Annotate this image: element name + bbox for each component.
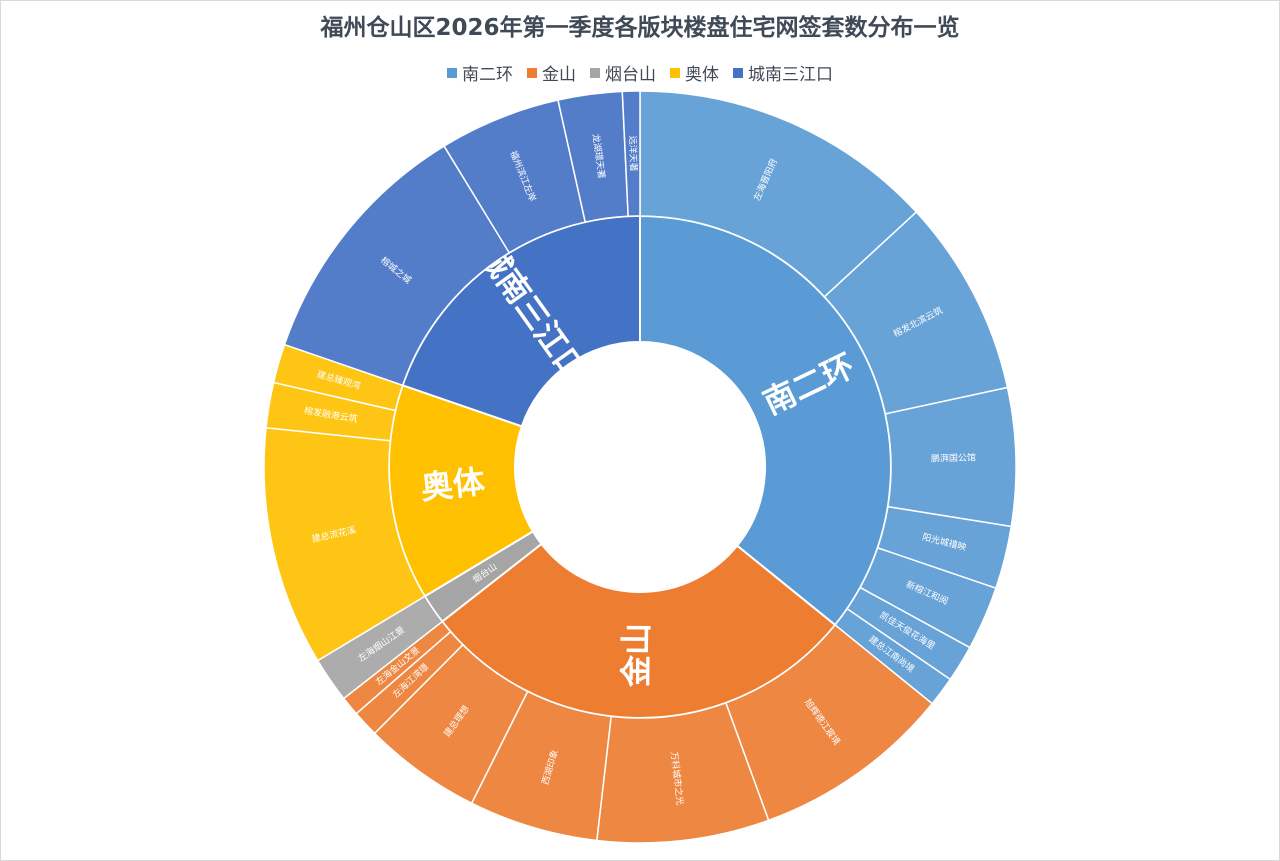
legend-item-aoti[interactable]: 奥体 bbox=[670, 60, 719, 85]
legend-swatch bbox=[670, 67, 680, 78]
legend-label: 金山 bbox=[542, 65, 576, 85]
legend: 南二环 金山 烟台山 奥体 城南三江口 bbox=[0, 60, 1280, 85]
legend-item-jinshan[interactable]: 金山 bbox=[527, 60, 576, 85]
outer-ring-segment[interactable] bbox=[621, 90, 641, 218]
chart-title: 福州仓山区2026年第一季度各版块楼盘住宅网签套数分布一览 bbox=[320, 15, 960, 41]
legend-swatch bbox=[447, 67, 457, 78]
legend-swatch bbox=[527, 67, 537, 78]
legend-label: 城南三江口 bbox=[748, 65, 833, 85]
outer-ring-label: 鹏湃国公馆 bbox=[931, 451, 976, 464]
inner-ring-label: 金山 bbox=[617, 623, 656, 688]
legend-swatch bbox=[733, 67, 743, 78]
legend-label: 奥体 bbox=[685, 65, 719, 85]
legend-label: 南二环 bbox=[462, 65, 513, 85]
legend-item-nanerhuan[interactable]: 南二环 bbox=[447, 60, 513, 85]
legend-label: 烟台山 bbox=[605, 65, 656, 85]
outer-ring-label: 远洋天著 bbox=[627, 135, 640, 171]
segment-城南三江口[interactable]: 城南三江口榕城之城福州滨江左岸龙湖璟天著远洋天著 bbox=[283, 90, 641, 428]
segment-南二环[interactable]: 南二环左海晋阳府榕发北滨云筑鹏湃国公馆阳光城禧映新榕江和阅凯佳天俊花海里建总江南… bbox=[639, 90, 1017, 705]
inner-ring-label: 奥体 bbox=[419, 462, 487, 506]
legend-swatch bbox=[590, 67, 600, 78]
legend-item-chengnan[interactable]: 城南三江口 bbox=[733, 60, 833, 85]
legend-item-yantaishan[interactable]: 烟台山 bbox=[590, 60, 656, 85]
